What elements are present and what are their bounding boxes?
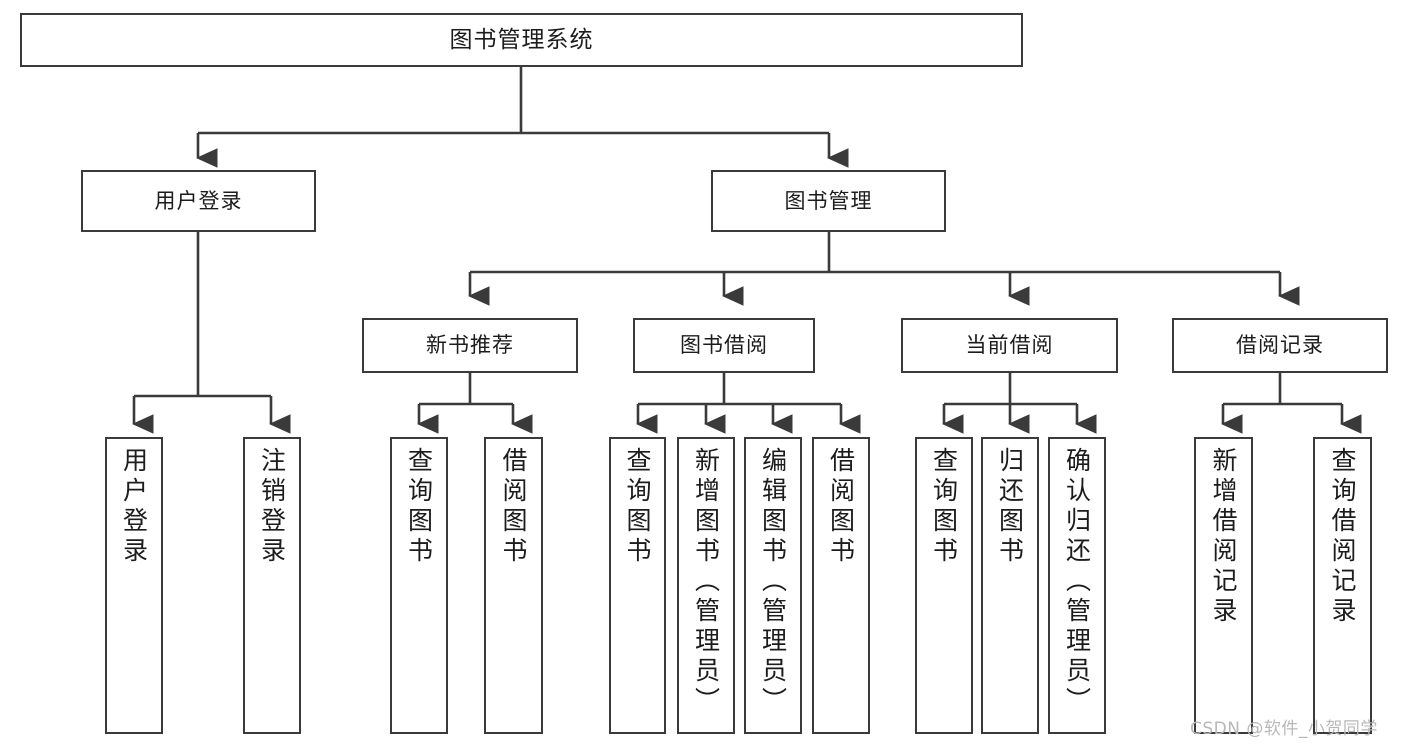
leaf-label: 借阅图书 <box>499 447 528 567</box>
leaf-label: 编辑图书（管理员） <box>758 447 788 717</box>
node-root-label: 图书管理系统 <box>449 26 594 53</box>
leaf-label: 注销登录 <box>257 447 287 567</box>
leaf-label: 归还图书 <box>995 447 1025 567</box>
leaf-label: 用户登录 <box>119 447 149 567</box>
node-label: 借阅记录 <box>1236 333 1324 358</box>
leaf-edit-book-admin[interactable]: 编辑图书（管理员） <box>744 437 802 734</box>
node-new-book-recommend[interactable]: 新书推荐 <box>362 318 578 373</box>
leaf-add-borrow-record[interactable]: 新增借阅记录 <box>1194 437 1253 734</box>
leaf-label: 新增图书（管理员） <box>691 447 721 717</box>
node-label: 当前借阅 <box>965 333 1054 358</box>
leaf-label: 查询图书 <box>623 447 652 567</box>
leaf-user-login[interactable]: 用户登录 <box>105 437 163 734</box>
leaf-confirm-return-admin[interactable]: 确认归还（管理员） <box>1048 437 1106 734</box>
node-book-management[interactable]: 图书管理 <box>711 170 946 232</box>
leaf-query-book-current[interactable]: 查询图书 <box>915 437 973 734</box>
leaf-label: 查询图书 <box>929 447 959 567</box>
leaf-label: 确认归还（管理员） <box>1062 447 1092 717</box>
leaf-query-book-recommend[interactable]: 查询图书 <box>390 437 448 734</box>
leaf-label: 查询借阅记录 <box>1328 447 1357 627</box>
leaf-label: 借阅图书 <box>826 447 856 567</box>
leaf-return-book[interactable]: 归还图书 <box>981 437 1039 734</box>
node-book-borrow[interactable]: 图书借阅 <box>633 318 815 373</box>
leaf-logout[interactable]: 注销登录 <box>243 437 301 734</box>
node-borrow-record[interactable]: 借阅记录 <box>1172 318 1388 373</box>
node-label: 图书借阅 <box>680 333 768 358</box>
leaf-label: 查询图书 <box>404 447 434 567</box>
node-label: 图书管理 <box>784 188 873 213</box>
leaf-query-borrow-record[interactable]: 查询借阅记录 <box>1313 437 1372 734</box>
node-user-login[interactable]: 用户登录 <box>81 170 316 232</box>
leaf-borrow-book-recommend[interactable]: 借阅图书 <box>484 437 543 734</box>
watermark: CSDN @软件_小贺同学 <box>1190 719 1378 739</box>
leaf-add-book-admin[interactable]: 新增图书（管理员） <box>677 437 735 734</box>
leaf-borrow-book[interactable]: 借阅图书 <box>812 437 870 734</box>
node-current-borrow[interactable]: 当前借阅 <box>901 318 1118 373</box>
leaf-query-book[interactable]: 查询图书 <box>609 437 666 734</box>
leaf-label: 新增借阅记录 <box>1209 447 1238 627</box>
node-root[interactable]: 图书管理系统 <box>20 13 1023 67</box>
node-label: 新书推荐 <box>426 333 514 358</box>
node-label: 用户登录 <box>154 188 243 213</box>
